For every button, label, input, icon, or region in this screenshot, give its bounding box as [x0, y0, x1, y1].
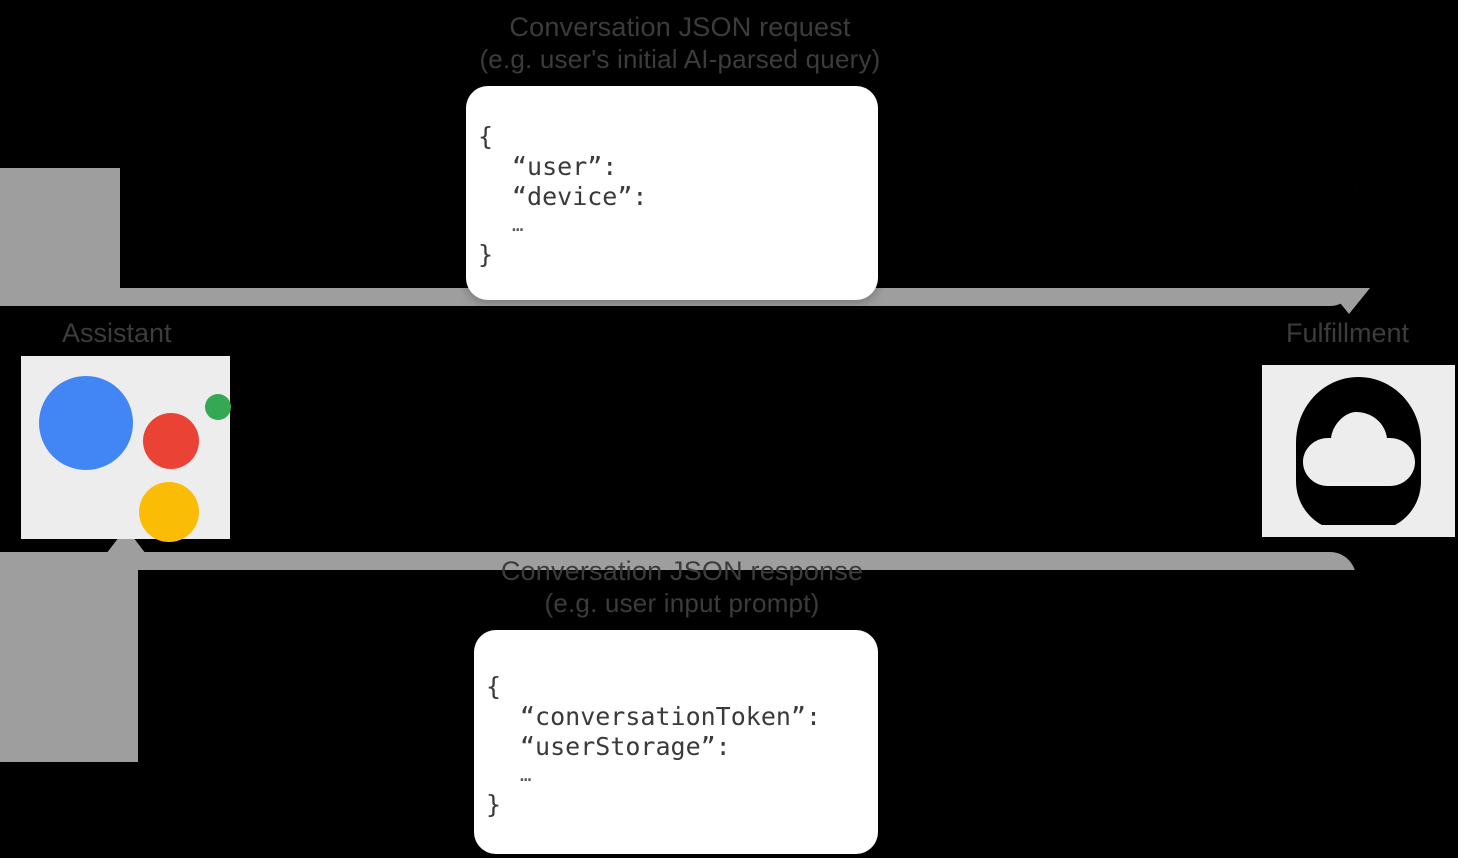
request-flow-caption: Conversation JSON request (e.g. user's i…: [380, 12, 980, 75]
response-json-ellipsis: …: [520, 764, 532, 787]
request-json-line-device: “device”:: [512, 181, 648, 211]
request-flow-title: Conversation JSON request: [509, 12, 851, 42]
response-flow-caption: Conversation JSON response (e.g. user in…: [372, 556, 992, 619]
assistant-icon-tile: [21, 356, 231, 542]
fulfillment-node-label: Fulfillment: [1286, 318, 1410, 348]
google-assistant-icon-green-dot: [205, 394, 231, 420]
response-flow-subtitle: (e.g. user input prompt): [544, 587, 820, 618]
request-flow-subtitle: (e.g. user's initial AI-parsed query): [479, 43, 881, 74]
request-json-close-brace: }: [478, 239, 494, 269]
request-json-open-brace: {: [478, 122, 494, 151]
assistant-node-label: Assistant: [62, 318, 172, 348]
request-arrow-head: [1328, 288, 1370, 314]
response-json-open-brace: {: [486, 672, 502, 701]
response-json-line-user-storage: “userStorage”:: [520, 731, 731, 761]
response-json-line-conversation-token: “conversationToken”:: [520, 701, 822, 731]
google-assistant-icon-blue-dot: [39, 376, 133, 470]
cloud-functions-icon: [1296, 377, 1421, 525]
request-json-line-user: “user”:: [512, 151, 618, 181]
request-json-ellipsis: …: [512, 214, 524, 237]
response-json-close-brace: }: [486, 789, 502, 819]
request-json-card: { “user”: “device”: … }: [466, 86, 878, 300]
response-flow-title: Conversation JSON response: [500, 556, 864, 586]
fulfillment-icon-tile: [1262, 365, 1455, 537]
google-assistant-icon-yellow-dot: [139, 482, 199, 542]
google-assistant-icon-red-dot: [143, 413, 199, 469]
response-json-card: { “conversationToken”: “userStorage”: … …: [474, 630, 878, 854]
